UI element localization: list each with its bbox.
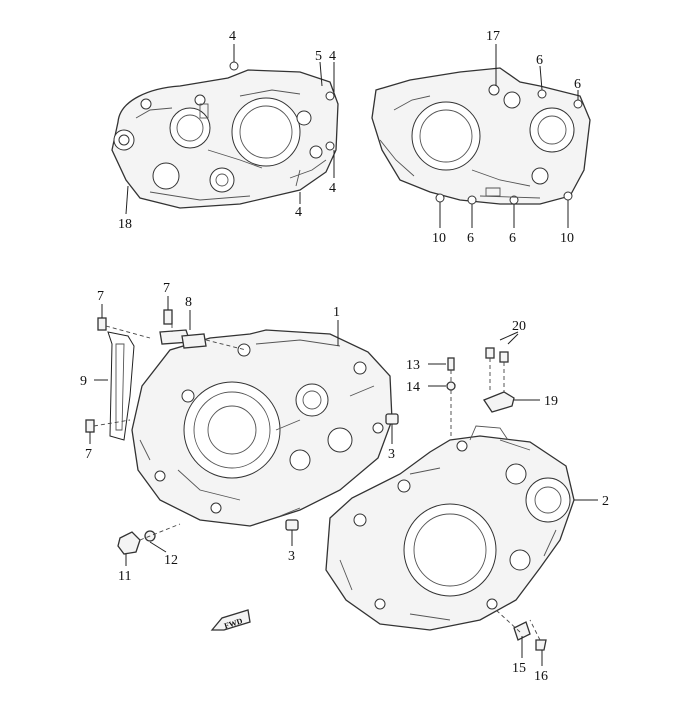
callout-6-right: 6 (574, 77, 581, 92)
callout-15: 15 (512, 661, 526, 676)
callout-3-right: 3 (388, 447, 395, 462)
gasket-9 (107, 331, 135, 441)
callout-5: 5 (315, 49, 322, 64)
callout-3-bottom: 3 (288, 549, 295, 564)
callout-6-top: 6 (536, 53, 543, 68)
small-parts-right (446, 347, 547, 651)
callout-6-bottom-a: 6 (467, 231, 474, 246)
callout-4-top-right: 4 (329, 49, 336, 64)
callout-8: 8 (185, 295, 192, 310)
top-left-crankcase-view (111, 61, 339, 209)
callout-10-right: 10 (560, 231, 574, 246)
callout-10-left: 10 (432, 231, 446, 246)
callout-7-mid: 7 (163, 281, 170, 296)
fwd-arrow-icon: FWD (210, 609, 251, 631)
callout-4-right: 4 (329, 181, 336, 196)
leader-lines (89, 44, 598, 666)
callout-13: 13 (406, 358, 420, 373)
callout-7-bottom: 7 (85, 447, 92, 462)
callout-2: 2 (602, 494, 609, 509)
callout-9: 9 (80, 374, 87, 389)
callout-11: 11 (118, 569, 131, 584)
callout-19: 19 (544, 394, 558, 409)
callout-6-bottom-b: 6 (509, 231, 516, 246)
bolts-7-8 (85, 309, 247, 433)
callout-4-bottom: 4 (295, 205, 302, 220)
top-right-crankcase-view (371, 67, 591, 205)
callout-18: 18 (118, 217, 132, 232)
crankcase-right-half (325, 425, 575, 631)
callout-1: 1 (333, 305, 340, 320)
crankcase-left-half (131, 329, 393, 527)
callout-12: 12 (164, 553, 178, 568)
callout-17: 17 (486, 29, 500, 44)
callout-labels: 4 5 4 4 4 18 17 6 6 10 6 6 10 1 7 7 8 9 … (80, 29, 609, 684)
callout-4-top: 4 (229, 29, 236, 44)
callout-20: 20 (512, 319, 526, 334)
callout-16: 16 (534, 669, 548, 684)
drain-plug-11 (117, 523, 181, 555)
callout-14: 14 (406, 380, 420, 395)
callout-7-top: 7 (97, 289, 104, 304)
